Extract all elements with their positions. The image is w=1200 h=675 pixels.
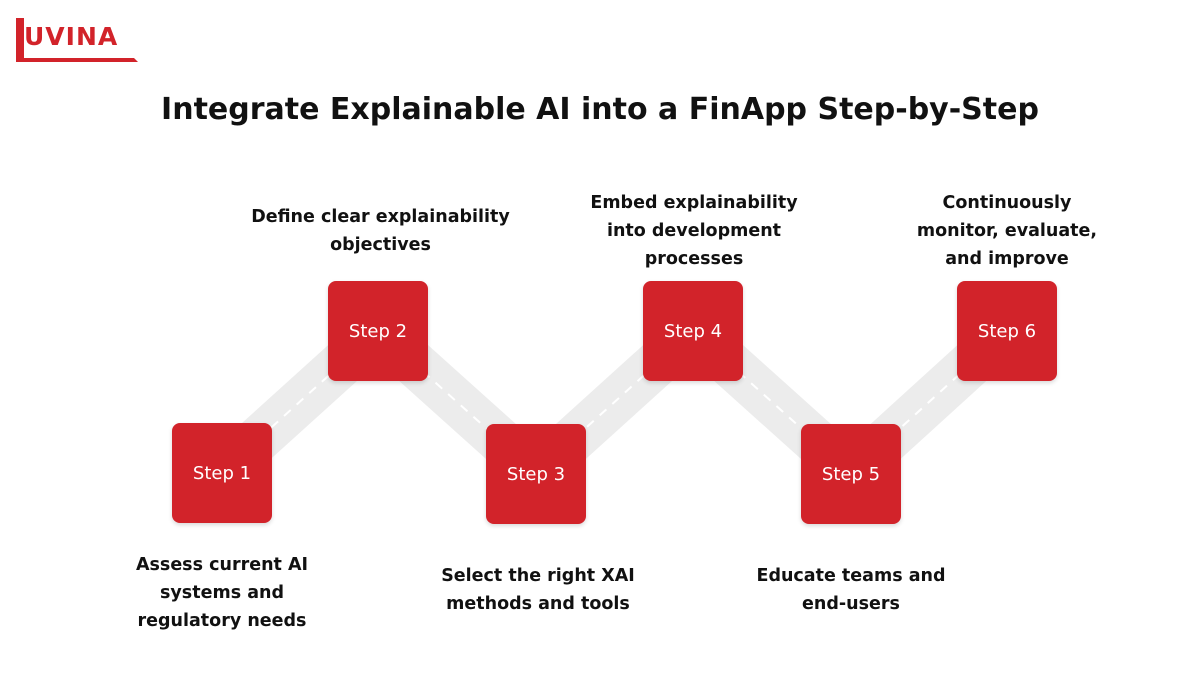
logo-text: UVINA (24, 22, 119, 51)
step-3-box: Step 3 (486, 424, 586, 524)
step-5-description: Educate teams and end-users (756, 566, 946, 614)
page-title: Integrate Explainable AI into a FinApp S… (161, 92, 1039, 127)
step-4-box: Step 4 (643, 281, 743, 381)
step-5-box: Step 5 (801, 424, 901, 524)
logo-mark (16, 18, 138, 62)
step-1-box: Step 1 (172, 423, 272, 523)
step-2-description: Define clear explainability objectives (251, 207, 510, 255)
step-1-description: Assess current AI systems and regulatory… (135, 555, 309, 631)
step-2-box: Step 2 (328, 281, 428, 381)
step-6-box: Step 6 (957, 281, 1057, 381)
step-4-description: Embed explainability into development pr… (590, 193, 798, 269)
step-3-description: Select the right XAI methods and tools (441, 566, 635, 614)
step-6-description: Continuously monitor, evaluate, and impr… (916, 193, 1098, 269)
